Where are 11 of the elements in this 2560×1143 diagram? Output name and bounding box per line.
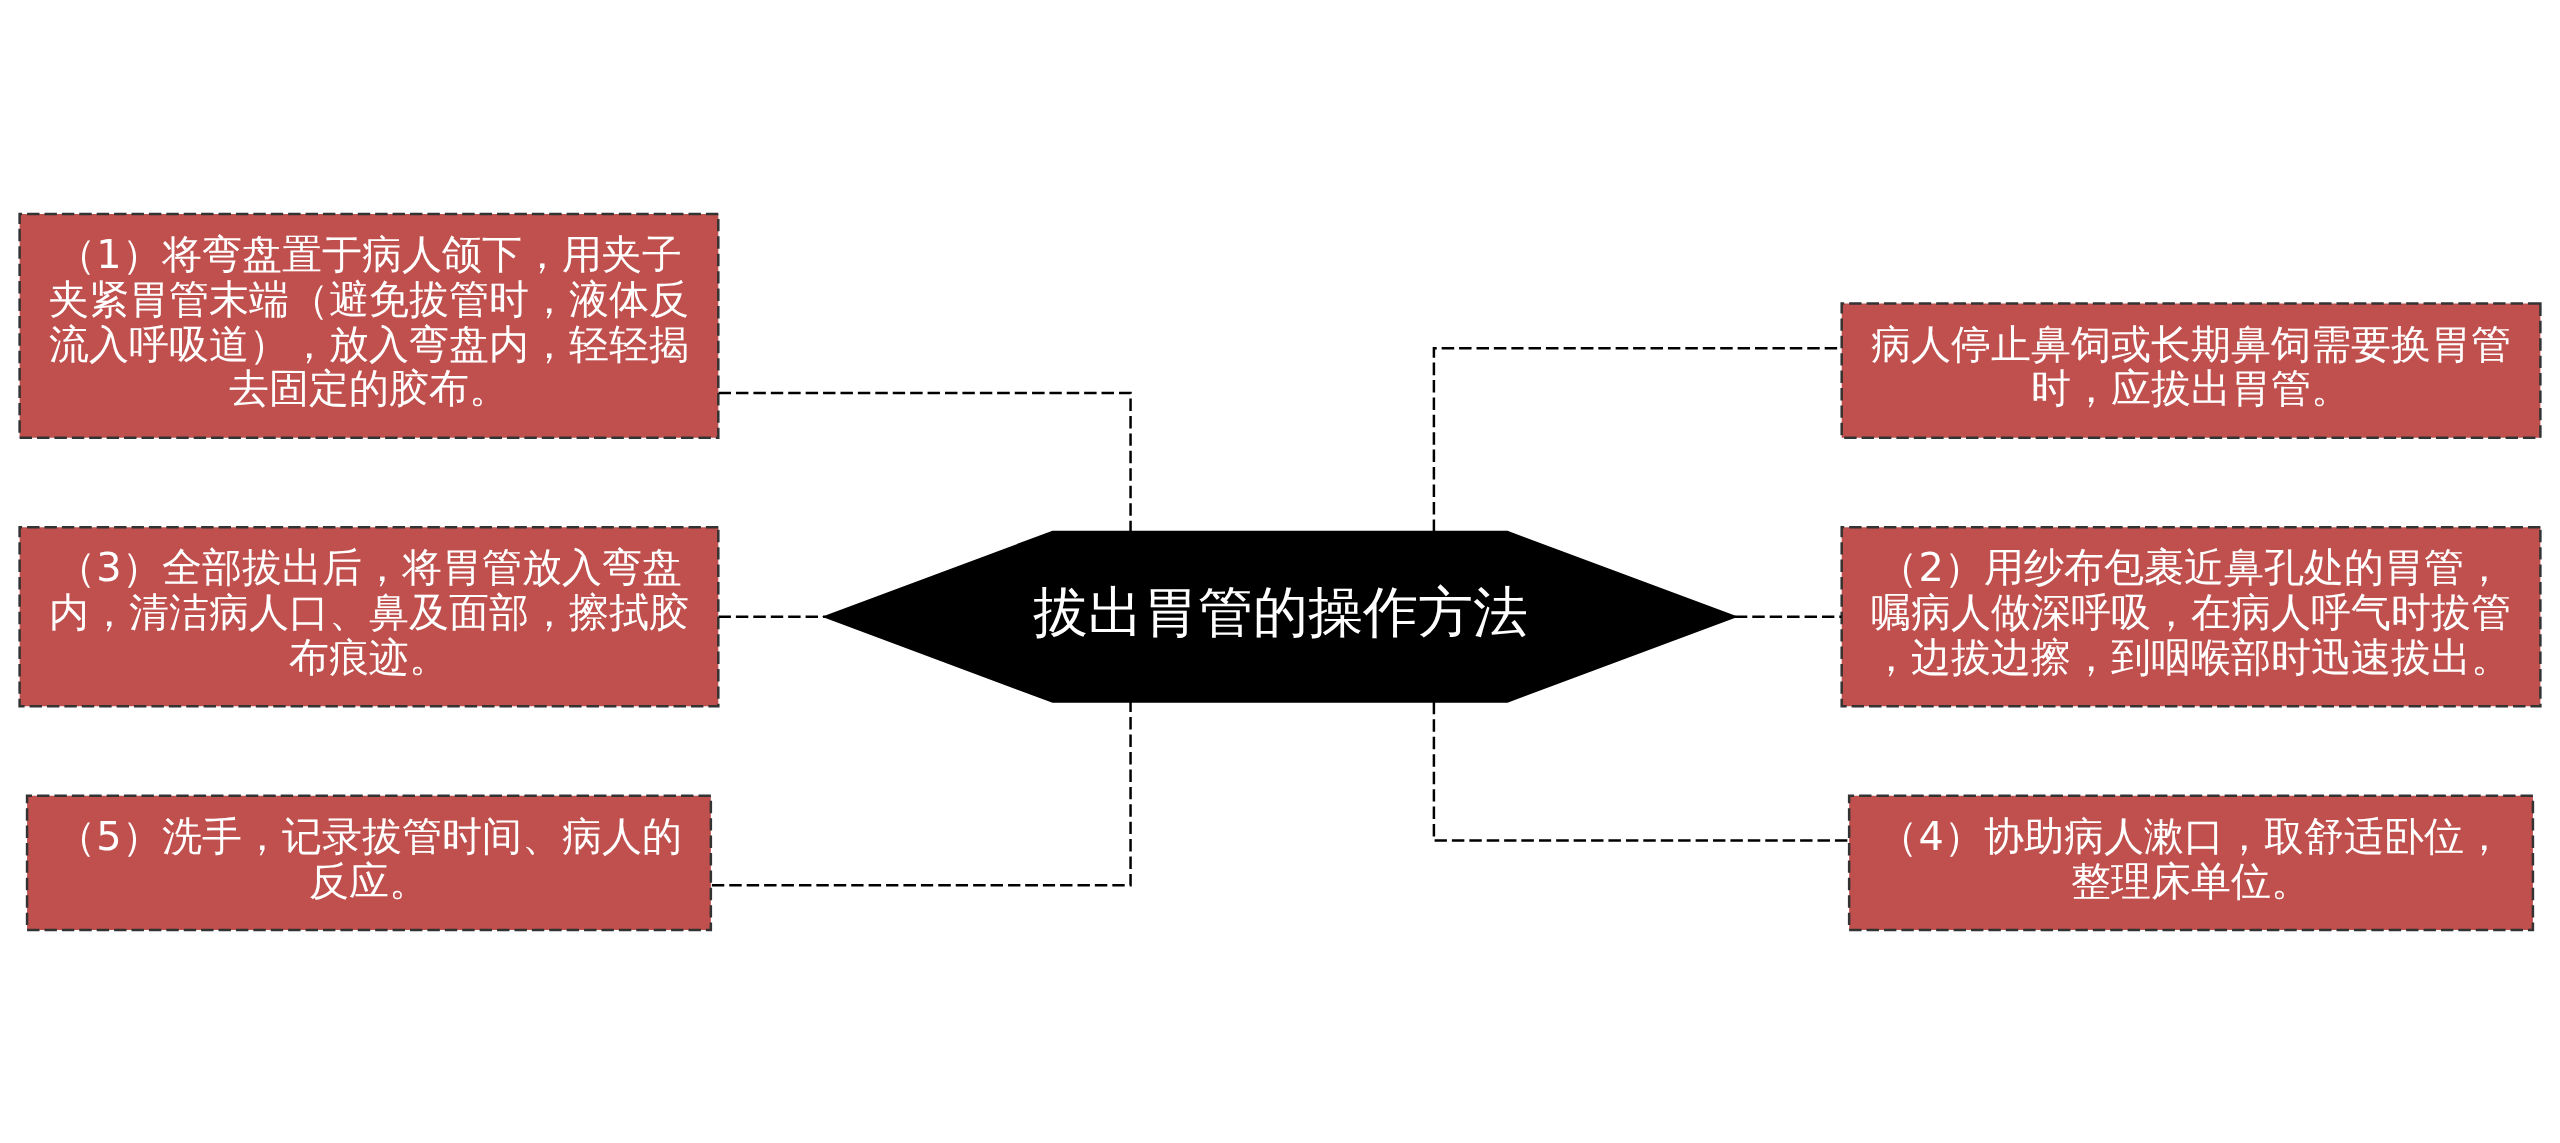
connector	[711, 701, 1132, 887]
connector	[1432, 701, 1849, 842]
node-box: （2）用纱布包裹近鼻孔处的胃管，嘱病人做深呼吸，在病人呼气时拔管，边拔边擦，到咽喉部时迅速拔出。	[1840, 525, 2542, 707]
connector	[1734, 615, 1842, 618]
connector	[718, 391, 1132, 531]
connector	[718, 615, 825, 618]
node-box: 病人停止鼻饲或长期鼻饲需要换胃管时，应拔出胃管。	[1840, 301, 2542, 439]
node-box: （1）将弯盘置于病人颌下，用夹子夹紧胃管末端（避免拔管时，液体反流入呼吸道），放入弯盘内，轻轻揭去固定的胶布。	[18, 212, 720, 439]
node-box: （4）协助病人漱口，取舒适卧位，整理床单位。	[1847, 794, 2535, 931]
node-box: （3）全部拔出后，将胃管放入弯盘内，清洁病人口、鼻及面部，擦拭胶布痕迹。	[18, 525, 720, 707]
node-box: （5）洗手，记录拔管时间、病人的反应。	[25, 794, 713, 931]
